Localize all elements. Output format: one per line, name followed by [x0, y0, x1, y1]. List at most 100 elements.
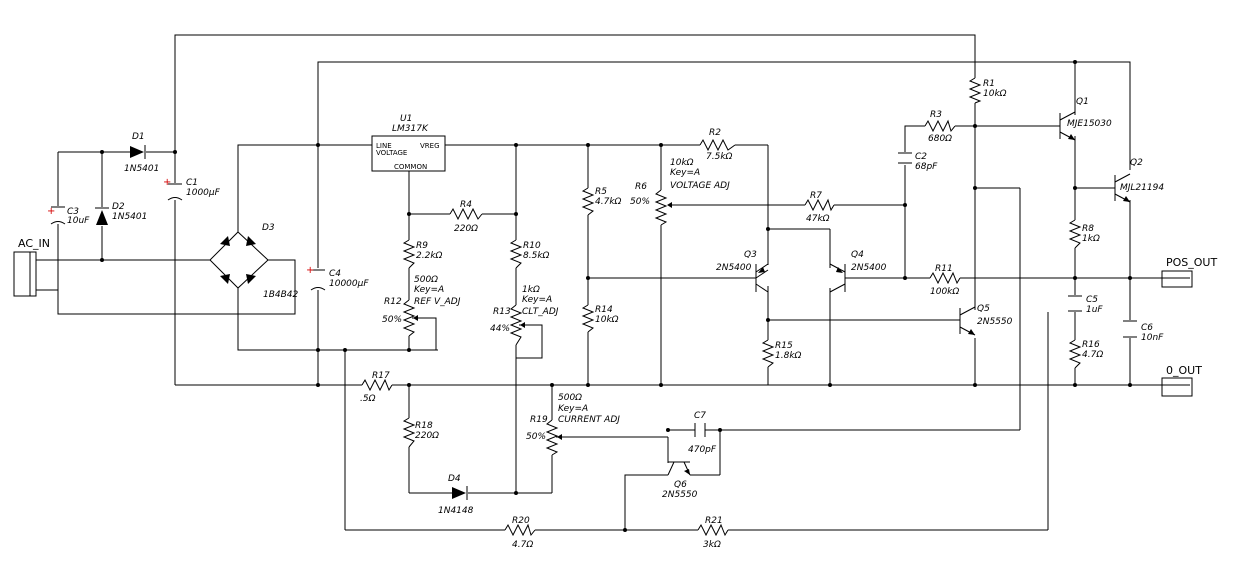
resistor-r7: R7 47kΩ [804, 191, 835, 224]
r4-ref: R4 [460, 200, 472, 210]
junction-dots [100, 60, 1132, 532]
r10-ref: R10 [523, 241, 541, 251]
resistor-r14: R14 10kΩ [581, 304, 619, 333]
r6-pct: 50% [630, 197, 650, 207]
q3-value: 2N5400 [716, 263, 752, 273]
c1-ref: C1 [186, 178, 198, 188]
r3-value: 680Ω [928, 134, 952, 144]
r13-value: 1kΩ [522, 285, 540, 295]
c4-value: 10000µF [329, 279, 369, 289]
d4-ref: D4 [448, 474, 461, 484]
capacitor-c5: C5 1uF [1068, 295, 1103, 315]
diode-d4: D4 1N4148 [438, 474, 474, 516]
u1-pin-vreg: VREG [420, 142, 440, 150]
transistor-q5: Q5 2N5550 [959, 304, 1013, 336]
capacitor-c4: + C4 10000µF [306, 265, 369, 291]
capacitor-c1: + C1 1000µF [163, 177, 221, 201]
q1-ref: Q1 [1076, 97, 1089, 107]
q5-ref: Q5 [977, 304, 990, 314]
resistor-r18: R18 220Ω [402, 417, 439, 448]
resistor-r16: R16 4.7Ω [1068, 339, 1103, 369]
r12-value: 500Ω [414, 275, 438, 285]
r20-value: 4.7Ω [512, 540, 533, 550]
d4-value: 1N4148 [438, 506, 474, 516]
ac-in-label: AC_IN [18, 237, 50, 250]
q4-ref: Q4 [851, 250, 864, 260]
transistor-q1: Q1 MJE15030 [1059, 97, 1112, 141]
d2-ref: D2 [112, 202, 125, 212]
c3-polarity: + [47, 206, 55, 217]
r20-ref: R20 [512, 516, 530, 526]
c5-value: 1uF [1086, 305, 1103, 315]
r19-pct: 50% [526, 432, 546, 442]
transistor-q4: Q4 2N5400 [829, 250, 887, 293]
resistor-r21: R21 3kΩ [697, 516, 729, 550]
r12-ref: R12 [384, 297, 402, 307]
r3-ref: R3 [930, 110, 942, 120]
pos-out-label: POS_OUT [1166, 256, 1217, 269]
c7-value: 470pF [688, 445, 717, 455]
c6-ref: C6 [1141, 323, 1153, 333]
r12-pct: 50% [382, 315, 402, 325]
q6-value: 2N5550 [662, 490, 698, 500]
r6-value: 10kΩ [670, 158, 694, 168]
zero-out-label: 0_OUT [1166, 364, 1202, 377]
r13-key: Key=A [522, 295, 552, 305]
r16-ref: R16 [1082, 340, 1100, 350]
bridge-rectifier-d3: D3 1B4B42 [209, 223, 299, 300]
q2-ref: Q2 [1130, 158, 1143, 168]
r4-value: 220Ω [454, 224, 478, 234]
r19-label: CURRENT ADJ [558, 415, 620, 425]
r6-label: VOLTAGE ADJ [670, 181, 730, 191]
r19-key: Key=A [558, 404, 588, 414]
resistor-r3: R3 680Ω [924, 110, 956, 144]
d3-ref: D3 [262, 223, 275, 233]
resistor-r9: R9 2.2kΩ [402, 239, 443, 269]
diode-d2: D2 1N5401 [95, 202, 147, 225]
q1-value: MJE15030 [1067, 119, 1112, 129]
r18-value: 220Ω [415, 431, 439, 441]
c4-polarity: + [306, 265, 314, 276]
c7-ref: C7 [694, 411, 706, 421]
r21-value: 3kΩ [703, 540, 721, 550]
q6-ref: Q6 [674, 480, 687, 490]
d3-value: 1B4B42 [263, 290, 299, 300]
r9-value: 2.2kΩ [416, 251, 443, 261]
potentiometer-r6: 10kΩ Key=A VOLTAGE ADJ R6 50% [630, 158, 730, 226]
r16-value: 4.7Ω [1082, 350, 1103, 360]
r13-pct: 44% [490, 324, 510, 334]
resistor-r5: R5 4.7kΩ [581, 187, 622, 216]
regulator-u1: LINE VOLTAGE VREG COMMON U1 LM317K [371, 114, 446, 172]
r17-ref: R17 [372, 371, 390, 381]
resistor-r11: R11 100kΩ [929, 264, 961, 297]
r15-value: 1.8kΩ [775, 351, 802, 361]
u1-pin-voltage: VOLTAGE [376, 149, 407, 157]
c4-ref: C4 [329, 269, 341, 279]
u1-pin-common: COMMON [394, 163, 427, 171]
resistor-r17: R17 .5Ω [360, 371, 393, 404]
resistor-r8: R8 1kΩ [1068, 219, 1100, 249]
resistor-r20: R20 4.7Ω [504, 516, 536, 550]
r17-value: .5Ω [360, 394, 376, 404]
resistor-r1: R1 10kΩ [968, 77, 1007, 104]
c1-value: 1000µF [186, 188, 221, 198]
transistor-q6: Q6 2N5550 [662, 461, 698, 500]
u1-value: LM317K [392, 124, 429, 134]
q3-ref: Q3 [744, 250, 757, 260]
r2-value: 7.5kΩ [706, 152, 733, 162]
r14-ref: R14 [595, 305, 613, 315]
r1-ref: R1 [983, 79, 995, 89]
ac-in-connector: AC_IN [13, 237, 50, 297]
diode-d1: D1 1N5401 [124, 132, 159, 174]
c2-value: 68pF [915, 162, 938, 172]
capacitor-c2: C2 68pF [898, 152, 938, 172]
q4-value: 2N5400 [851, 263, 887, 273]
d1-value: 1N5401 [124, 164, 159, 174]
r1-value: 10kΩ [983, 89, 1007, 99]
r19-value: 500Ω [558, 393, 582, 403]
zero-out-connector: 0_OUT [1161, 364, 1202, 397]
resistor-r10: R10 8.5kΩ [509, 239, 550, 269]
resistor-r2: R2 7.5kΩ [699, 128, 736, 162]
